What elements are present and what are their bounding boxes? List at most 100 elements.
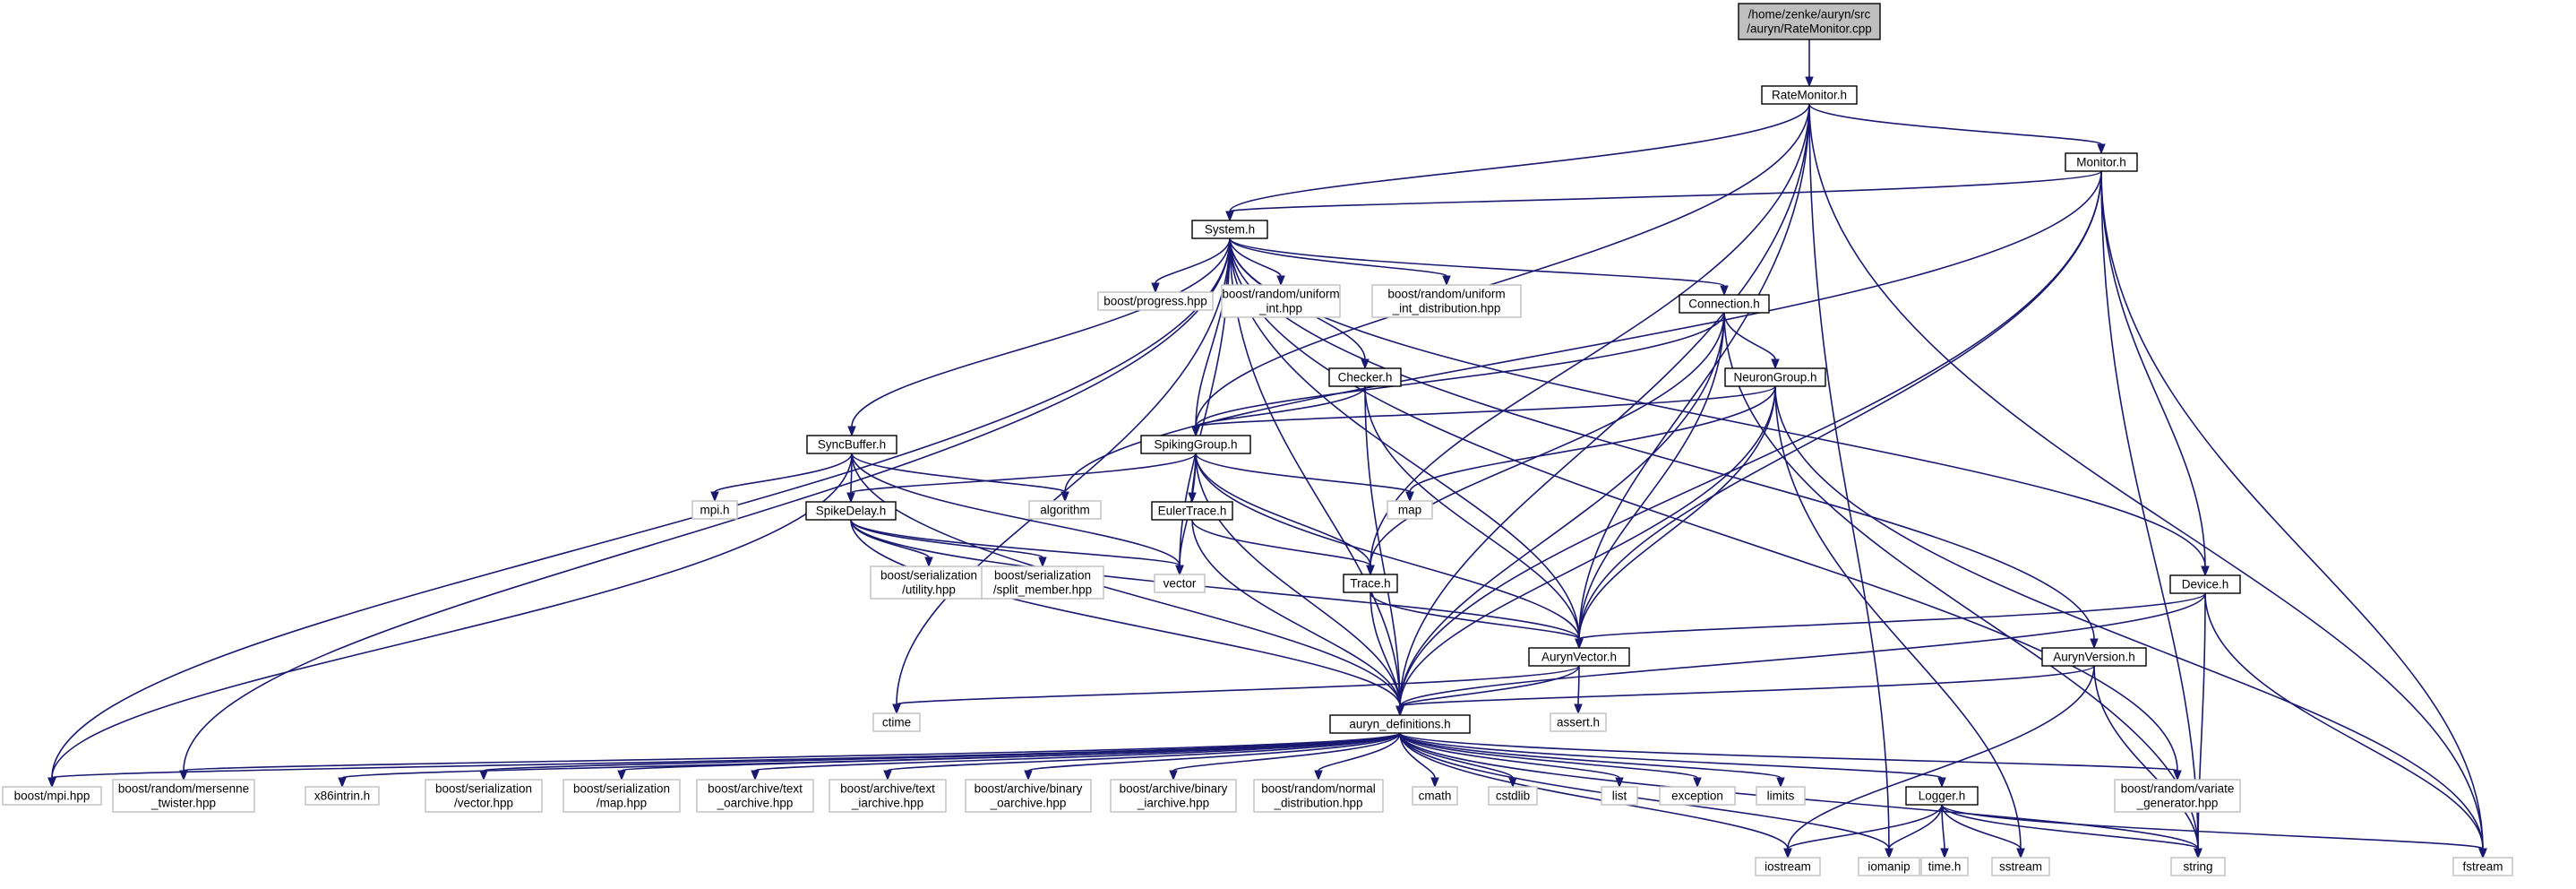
node-root[interactable]: /home/zenke/auryn/src/auryn/RateMonitor.… [1738, 3, 1881, 40]
node-euler-trace[interactable]: EulerTrace.h [1151, 501, 1233, 521]
node-box [981, 565, 1104, 600]
node-label: boost/serialization [994, 569, 1091, 583]
dependency-edges [47, 39, 2487, 859]
arrowhead-sync-buffer [847, 426, 856, 437]
node-label: SpikingGroup.h [1154, 438, 1237, 452]
node-text-oarchive: boost/archive/text_oarchive.hpp [696, 779, 814, 813]
node-auryn-version[interactable]: AurynVersion.h [2041, 647, 2147, 667]
edge-spike-delay-to-ser-split [850, 519, 1043, 558]
node-uniform-int-dist: boost/random/uniform_int_distribution.hp… [1371, 284, 1522, 318]
edge-device-to-auryn-vector [1578, 592, 2206, 640]
arrowhead-ser-utility [924, 557, 933, 568]
node-mersenne: boost/random/mersenne_twister.hpp [112, 779, 255, 813]
arrowhead-ctime [892, 703, 901, 715]
node-box [1343, 574, 1398, 593]
edge-auryn-definitions-to-limits [1399, 732, 1782, 779]
node-checker[interactable]: Checker.h [1328, 367, 1402, 387]
node-box [2114, 779, 2241, 813]
node-box [696, 779, 814, 813]
edge-sync-buffer-to-boost-mpi [51, 453, 853, 779]
arrowhead-uniform-int [1276, 275, 1285, 287]
edge-auryn-definitions-to-ser-vector [483, 732, 1401, 772]
edge-rate-monitor-to-trace [1370, 103, 1810, 566]
node-monitor[interactable]: Monitor.h [2065, 152, 2138, 172]
node-rate-monitor[interactable]: RateMonitor.h [1761, 85, 1858, 105]
arrowhead-neuron-group [1771, 358, 1780, 370]
node-spiking-group[interactable]: SpikingGroup.h [1140, 435, 1251, 454]
node-spike-delay[interactable]: SpikeDelay.h [805, 501, 897, 521]
arrowhead-ser-split [1038, 557, 1047, 568]
node-logger[interactable]: Logger.h [1905, 786, 1979, 806]
node-mpi-h: mpi.h [691, 500, 738, 520]
node-box [1755, 857, 1821, 876]
edge-system-to-uniform-int-dist [1229, 237, 1447, 277]
edge-auryn-definitions-to-normal-dist [1318, 732, 1401, 772]
node-sync-buffer[interactable]: SyncBuffer.h [806, 435, 897, 454]
node-auryn-vector[interactable]: AurynVector.h [1528, 647, 1630, 667]
node-box [965, 779, 1092, 813]
node-label: boost/random/mersenne [118, 782, 249, 796]
node-label: _iarchive.hpp [851, 797, 923, 810]
node-neuron-group[interactable]: NeuronGroup.h [1724, 367, 1826, 387]
node-label: auryn_definitions.h [1349, 718, 1450, 731]
arrowhead-trace [1366, 565, 1375, 576]
node-assert: assert.h [1550, 712, 1607, 732]
edge-spike-delay-to-vector [850, 519, 1181, 566]
edge-rate-monitor-to-auryn-vector [1578, 103, 1810, 640]
node-device[interactable]: Device.h [2169, 574, 2241, 594]
node-system[interactable]: System.h [1191, 220, 1268, 239]
edge-auryn-definitions-to-logger [1399, 732, 1943, 779]
node-label: Monitor.h [2076, 156, 2126, 169]
arrowhead-text-iarchive [883, 770, 892, 781]
node-label: fstream [2462, 860, 2503, 874]
edge-system-to-sync-buffer [851, 237, 1231, 427]
edge-neuron-group-to-auryn-vector [1578, 385, 1776, 640]
node-binary-oarchive: boost/archive/binary_oarchive.hpp [965, 779, 1092, 813]
node-ctime: ctime [872, 712, 921, 732]
node-label: Logger.h [1919, 790, 1966, 803]
node-label: AurynVector.h [1541, 651, 1617, 664]
arrowhead-variate-gen [2173, 770, 2182, 781]
edge-auryn-version-to-iostream [1787, 665, 2095, 850]
edge-connection-to-neuron-group [1723, 312, 1776, 360]
node-label: /map.hpp [597, 797, 647, 810]
node-label: Device.h [2182, 578, 2229, 591]
edge-auryn-vector-to-auryn-definitions [1399, 665, 1580, 707]
arrowhead-spike-delay [846, 492, 855, 504]
node-auryn-definitions[interactable]: auryn_definitions.h [1329, 714, 1471, 734]
node-label: boost/serialization [435, 782, 532, 796]
node-box [1601, 786, 1638, 806]
node-box [1151, 501, 1233, 521]
edge-monitor-to-device [2100, 170, 2206, 567]
node-label: boost/progress.hpp [1103, 295, 1207, 308]
edge-rate-monitor-to-system [1229, 103, 1810, 212]
edge-auryn-definitions-to-text-iarchive [887, 732, 1401, 772]
edge-spiking-group-to-auryn-vector [1195, 453, 1580, 640]
arrowhead-mersenne [179, 770, 188, 781]
node-label: /home/zenke/auryn/src [1748, 8, 1871, 22]
node-connection[interactable]: Connection.h [1679, 294, 1770, 314]
node-normal-dist: boost/random/normal_distribution.hpp [1253, 779, 1384, 813]
node-box [2170, 857, 2226, 876]
edge-monitor-to-algorithm [1064, 170, 2102, 493]
node-label: _generator.hpp [2136, 797, 2219, 810]
node-label: cmath [1419, 790, 1452, 803]
edge-auryn-version-to-string [2093, 665, 2199, 850]
node-label: list [1612, 790, 1627, 803]
node-variate-gen: boost/random/variate_generator.hpp [2114, 779, 2241, 813]
node-label: EulerTrace.h [1158, 505, 1227, 518]
node-box [1905, 786, 1979, 806]
node-box [2041, 647, 2147, 667]
arrowhead-progress [1151, 282, 1160, 294]
edge-spike-delay-to-auryn-vector [850, 519, 1580, 640]
edge-monitor-to-auryn-vector [1578, 170, 2102, 640]
node-boost-mpi: boost/mpi.hpp [2, 786, 102, 806]
node-box [806, 435, 897, 454]
edge-rate-monitor-to-monitor [1808, 103, 2102, 145]
edge-auryn-definitions-to-exception [1399, 732, 1698, 779]
edge-auryn-definitions-to-boost-mpi [51, 732, 1401, 779]
edge-rate-monitor-to-auryn-definitions [1399, 103, 1810, 707]
node-iomanip: iomanip [1858, 857, 1920, 876]
edge-system-to-progress [1155, 237, 1231, 284]
node-trace[interactable]: Trace.h [1343, 574, 1398, 593]
